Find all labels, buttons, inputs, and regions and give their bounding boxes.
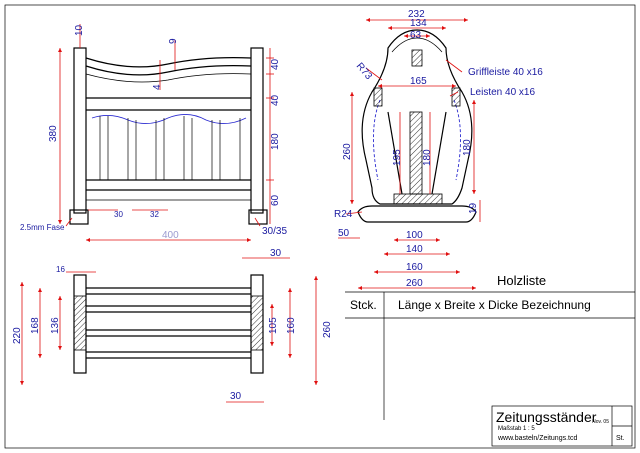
dim-160-top: 160 <box>286 317 297 334</box>
dim-foot-30: 30 <box>114 210 123 219</box>
left-post <box>73 47 87 214</box>
dim-134: 134 <box>410 18 427 29</box>
griffleiste-label: Griffleiste 40 x16 <box>468 67 543 78</box>
dim-140: 140 <box>406 244 423 255</box>
dim-top-gap: 10 <box>74 24 85 36</box>
dim-180b: 180 <box>462 139 473 156</box>
dim-16: 16 <box>56 265 65 274</box>
dim-height: 380 <box>48 125 59 142</box>
dim-168: 168 <box>30 317 41 334</box>
chamfer-label: 2.5mm Fase <box>20 223 65 232</box>
dim-60: 60 <box>270 194 281 206</box>
drawing-url: www.basteln/Zeitungs.tcd <box>497 435 577 442</box>
dim-foot-32: 32 <box>150 210 159 219</box>
dim-100: 100 <box>406 230 423 241</box>
sheet-border <box>4 4 636 449</box>
title-block <box>491 405 633 447</box>
dim-50: 50 <box>338 228 350 239</box>
leisten-label: Leisten 40 x16 <box>470 87 535 98</box>
drawing-date: Nov. 05 <box>592 419 609 425</box>
dim-195: 195 <box>392 149 403 166</box>
dim-180: 180 <box>270 133 281 150</box>
dim-40b: 40 <box>270 94 281 106</box>
front-view <box>58 24 274 242</box>
dim-30-top: 30 <box>270 248 282 259</box>
dim-160: 160 <box>406 262 423 273</box>
foot-size-label: 30/35 <box>262 226 287 237</box>
right-post <box>250 47 264 214</box>
col-qty-header: Stck. <box>350 298 377 312</box>
col-desc-header: Länge x Breite x Dicke Bezeichnung <box>398 298 591 312</box>
dim-r24: R24 <box>334 209 353 220</box>
dim-165: 165 <box>410 76 427 87</box>
drawing-scale: Maßstab 1 : 5 <box>498 426 535 432</box>
drawing-title: Zeitungsständer <box>496 409 597 425</box>
dim-260b: 260 <box>406 278 423 289</box>
right-foot <box>248 209 268 225</box>
dim-19: 19 <box>468 202 479 214</box>
dim-top-dip: 9 <box>168 38 179 44</box>
dim-180a: 180 <box>422 149 433 166</box>
dim-r73: R73 <box>354 61 375 82</box>
dim-232: 232 <box>408 9 425 20</box>
left-foot <box>69 209 89 225</box>
dim-curve-depth: 4 <box>152 84 163 90</box>
dim-30-bottom: 30 <box>230 391 242 402</box>
dim-260-top: 260 <box>322 321 333 338</box>
top-view <box>20 257 318 403</box>
side-view <box>338 18 481 290</box>
dim-220: 220 <box>12 327 23 344</box>
drawing-sheet-label: St. <box>616 435 625 442</box>
dim-105: 105 <box>268 317 279 334</box>
parts-list-title: Holzliste <box>497 273 546 288</box>
dim-260: 260 <box>342 143 353 160</box>
parts-list-table <box>345 291 635 420</box>
dim-40a: 40 <box>270 58 281 70</box>
dim-width: 400 <box>162 230 179 241</box>
dim-63: 63 <box>410 30 422 41</box>
dim-136: 136 <box>50 317 61 334</box>
